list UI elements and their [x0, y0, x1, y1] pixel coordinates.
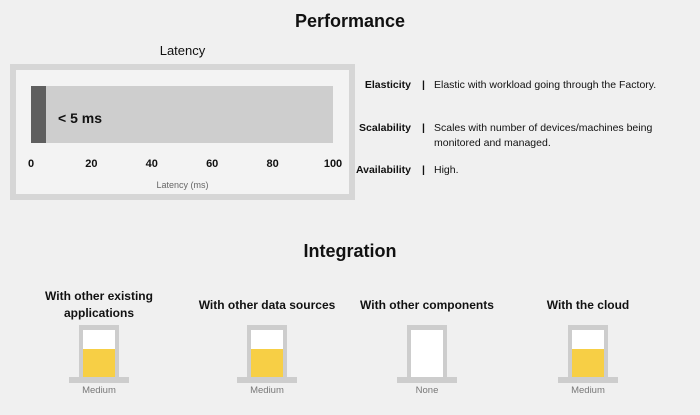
integration-label: With other components	[360, 297, 494, 312]
tick-0: 0	[27, 158, 35, 170]
gauge-window	[83, 330, 115, 379]
level-label: Medium	[82, 385, 116, 396]
metric-separator: |	[422, 122, 425, 134]
latency-bar	[31, 86, 47, 143]
level-label: Medium	[250, 385, 284, 396]
metric-description: Elastic with workload going through the …	[434, 79, 657, 91]
metric-name: Elasticity	[364, 79, 411, 91]
level-label: Medium	[571, 385, 605, 396]
tick-100: 100	[323, 158, 343, 170]
integration-label: With the cloud	[546, 297, 630, 312]
integration-item-applications: With other existing applications Medium	[29, 287, 169, 396]
metric-description: Scales with number of devices/machines b…	[434, 122, 653, 149]
integration-title: Integration	[303, 241, 397, 261]
gauge-frame	[407, 325, 447, 379]
metric-name: Availability	[355, 164, 411, 176]
gauge-frame	[247, 325, 287, 379]
level-gauge	[69, 325, 129, 383]
latency-value: < 5 ms	[58, 110, 102, 126]
tick-60: 60	[206, 158, 219, 170]
tick-80: 80	[266, 158, 279, 170]
tick-40: 40	[145, 158, 158, 170]
integration-label: With other existing applications	[45, 289, 153, 320]
metric-separator: |	[422, 164, 425, 176]
integration-label: With other data sources	[198, 297, 336, 312]
integration-item-data-sources: With other data sources Medium	[197, 287, 337, 397]
gauge-base	[397, 377, 457, 383]
integration-item-components: With other components None	[357, 287, 497, 397]
metric-separator: |	[422, 79, 425, 91]
metric-description: High.	[434, 164, 459, 176]
latency-label: Latency	[159, 43, 206, 58]
gauge-base	[69, 377, 129, 383]
gauge-base	[237, 377, 297, 383]
performance-title: Performance	[294, 11, 406, 31]
gauge-window	[572, 330, 604, 379]
metric-name: Scalability	[359, 122, 411, 134]
gauge-frame	[79, 325, 119, 379]
gauge-fill	[83, 348, 115, 379]
gauge-fill	[251, 348, 283, 379]
latency-axis-title: Latency (ms)	[156, 180, 209, 190]
latency-chart: < 5 ms 0 20 40 60 80 100 Latency (ms)	[10, 64, 355, 200]
gauge-window	[251, 330, 283, 379]
level-gauge	[397, 325, 457, 383]
level-label: None	[415, 385, 439, 396]
gauge-base	[558, 377, 618, 383]
gauge-window	[411, 330, 443, 379]
integration-item-cloud: With the cloud Medium	[518, 287, 658, 397]
tick-20: 20	[85, 158, 98, 170]
gauge-fill	[572, 348, 604, 379]
gauge-frame	[568, 325, 608, 379]
level-gauge	[558, 325, 618, 383]
latency-track	[31, 86, 333, 143]
level-gauge	[237, 325, 297, 383]
